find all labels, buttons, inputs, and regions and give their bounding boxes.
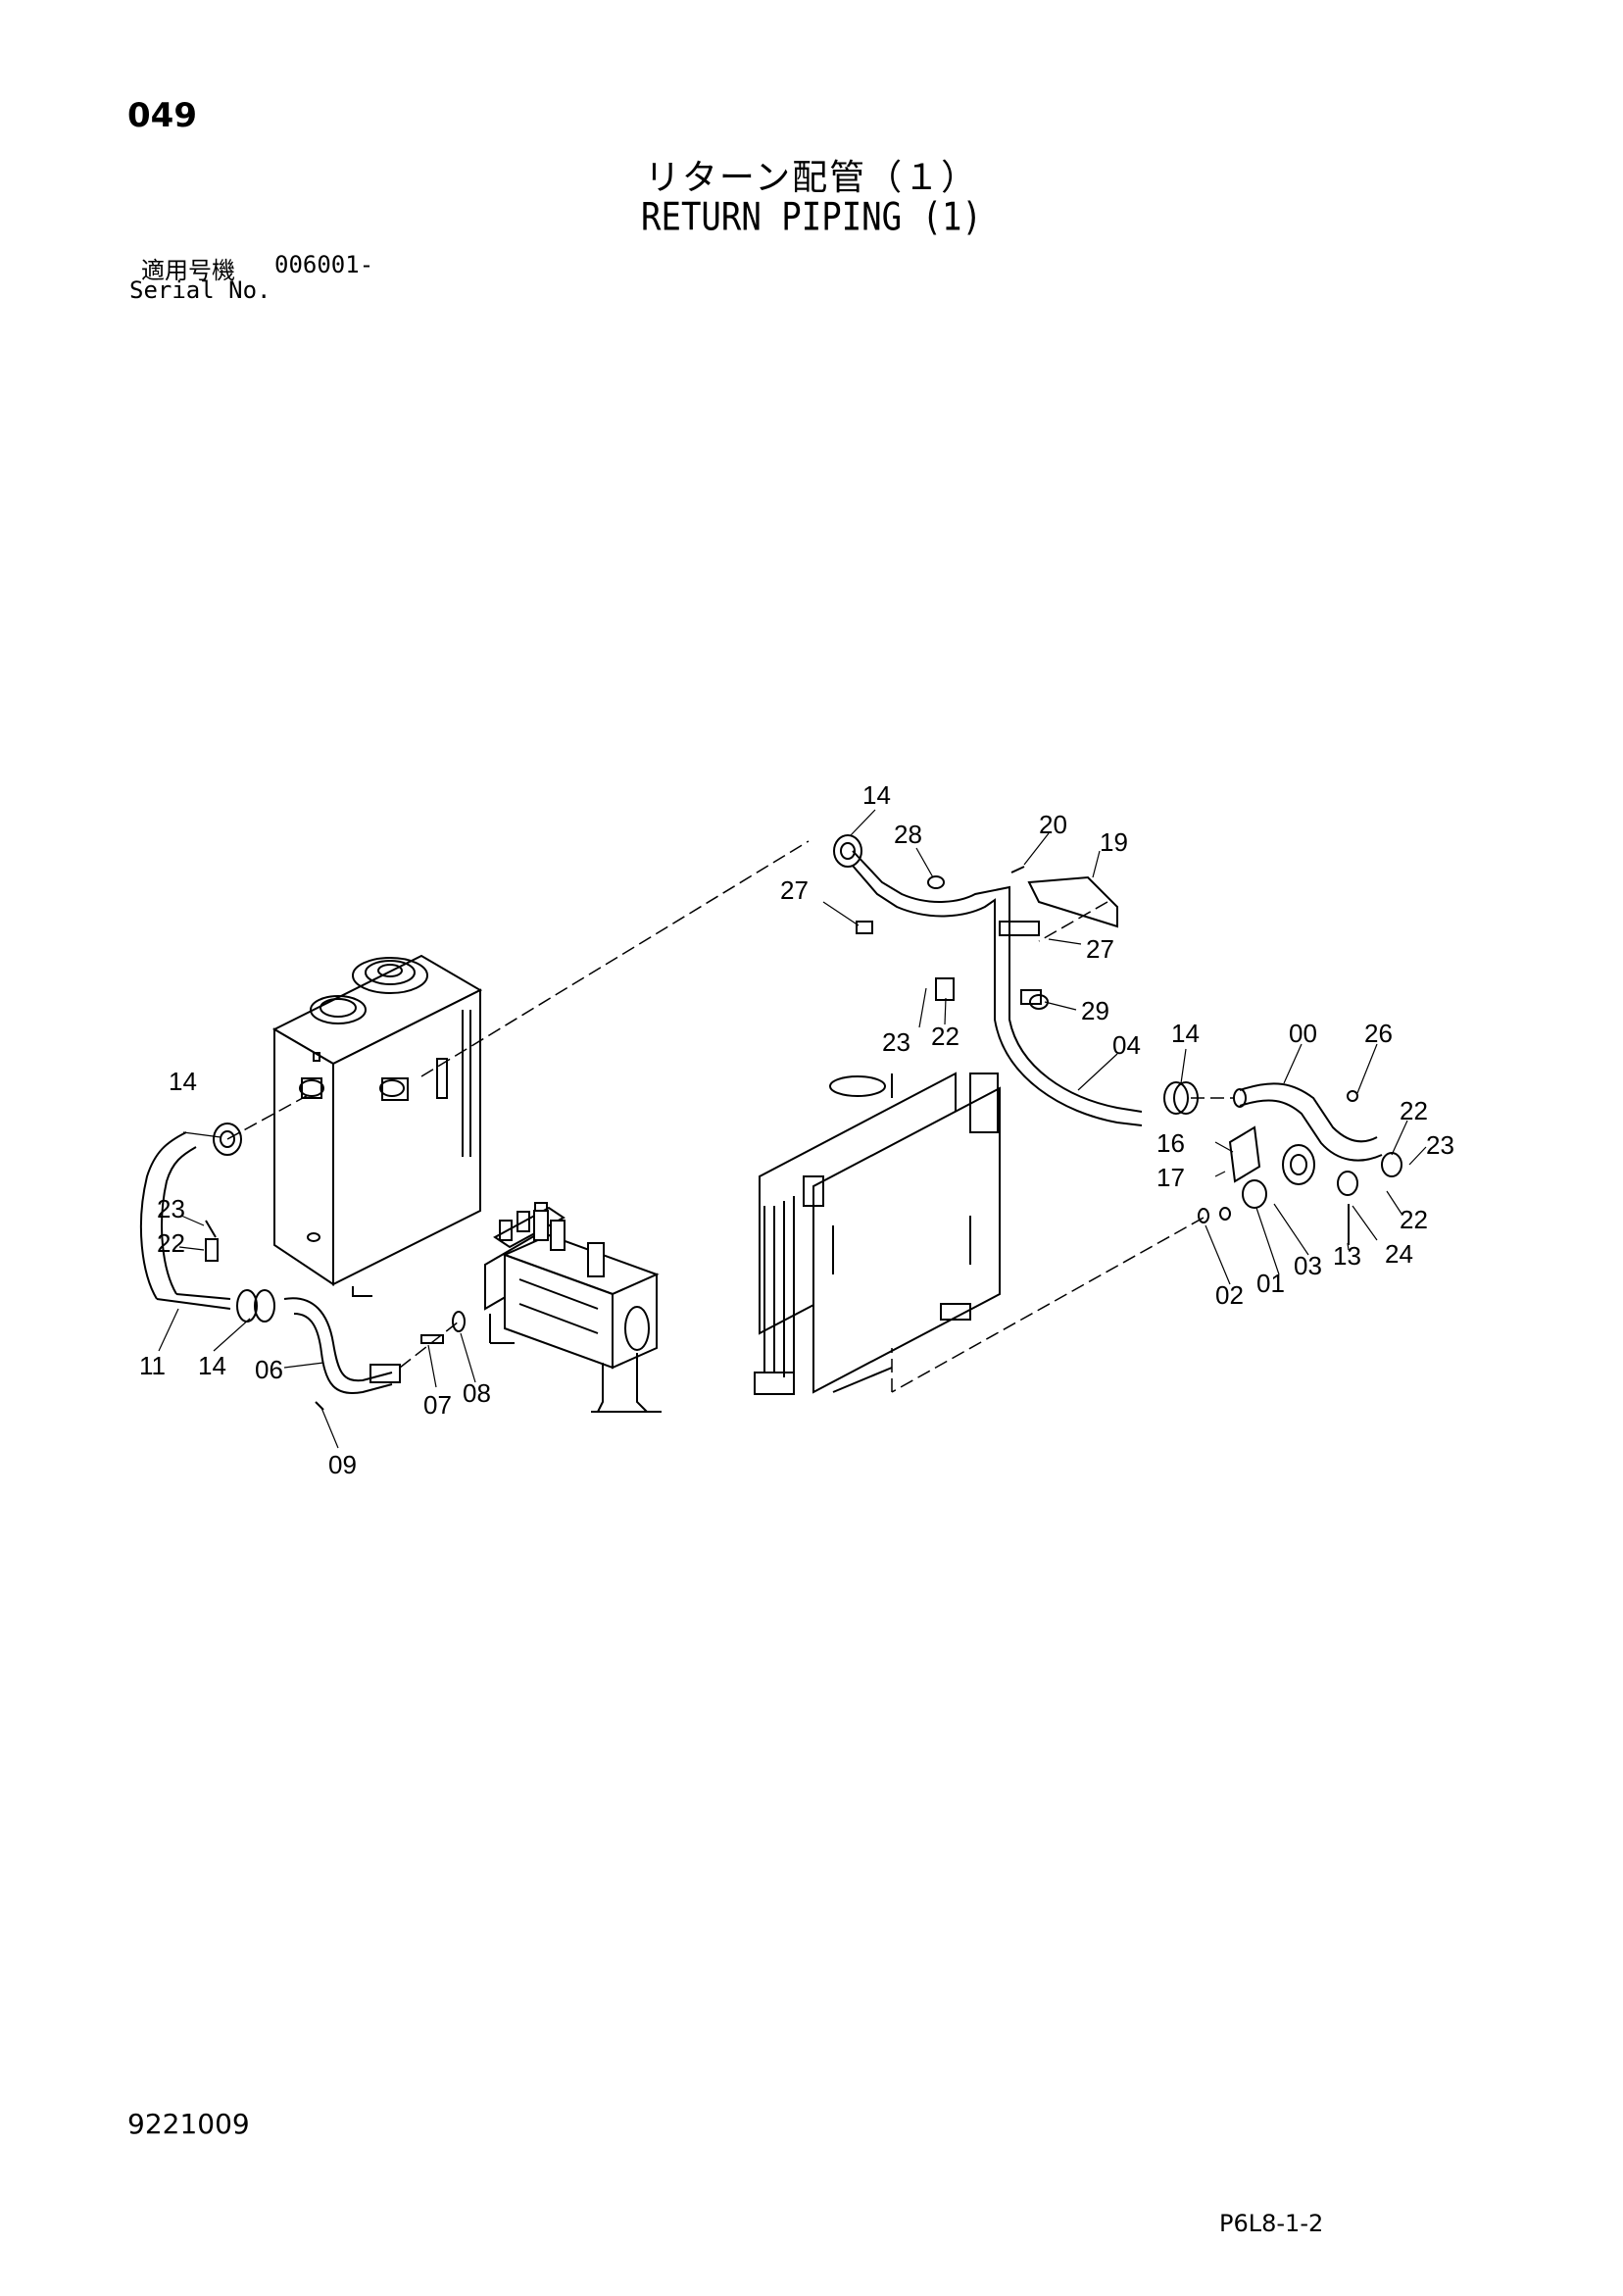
plug-28 [927,875,945,889]
callout-22: 22 [157,1228,185,1258]
link-flange-to-cooler [891,1217,1205,1393]
bolt-23-left [205,1220,217,1238]
page-title-english: RETURN PIPING (1) [641,195,982,240]
callout-17: 17 [1156,1163,1185,1192]
page-number: 049 [127,96,197,135]
serial-label-japanese: 適用号機 [141,257,235,284]
callout-08: 08 [463,1378,491,1408]
callout-14: 14 [198,1351,226,1380]
page-title-japanese: リターン配管（１） [644,158,979,198]
callout-19: 19 [1100,827,1128,857]
callout-22: 22 [1400,1096,1428,1125]
callout-23: 23 [157,1194,185,1223]
page-code: P6L8-1-2 [1219,2210,1324,2237]
hose-11 [139,1131,231,1310]
callout-14: 14 [862,780,891,810]
bracket-19 [1027,875,1118,928]
callout-01: 01 [1256,1269,1285,1298]
plug-29 [1029,994,1049,1010]
serial-range: 006001- [274,251,374,278]
callout-22: 22 [931,1022,959,1051]
callout-27: 27 [780,875,809,905]
callout-02: 02 [1215,1280,1244,1310]
control-valve [484,1202,662,1413]
callout-03: 03 [1294,1251,1322,1280]
callout-29: 29 [1081,996,1109,1025]
callout-04: 04 [1112,1030,1141,1060]
clamp-14-lower [236,1289,275,1323]
link-tank-to-upper-pipe [420,840,810,1077]
link-hose-to-valve [399,1321,460,1369]
serial-label-english: Serial No. [129,276,271,304]
plug-02 [1198,1208,1209,1223]
callout-11: 11 [139,1351,166,1380]
callout-06: 06 [255,1355,283,1384]
clamp-14-tank [213,1123,242,1156]
fitting-07-08 [420,1311,466,1344]
callout-22: 22 [1400,1205,1428,1234]
link-clamp-to-tank [226,1092,313,1140]
callout-24: 24 [1385,1239,1413,1269]
clamp-22-upper [935,977,955,1001]
bolt-20 [1010,866,1025,873]
plug-26 [1347,1090,1358,1102]
callout-23: 23 [1426,1130,1454,1160]
callout-07: 07 [423,1390,452,1420]
callout-13: 13 [1333,1241,1361,1271]
hose-06 [283,1297,401,1394]
hydraulic-tank [271,954,483,1297]
flange-13 [1219,1144,1350,1245]
clamp-22-right-a [1381,1152,1402,1177]
fitting-22-left [205,1238,219,1262]
callout-27: 27 [1086,934,1114,964]
link-upper-pipe-end [1038,901,1108,942]
clamp-14-upper [833,834,862,868]
clamp-22-right-b [1337,1171,1358,1196]
oil-cooler [754,1072,1001,1395]
document-code: 9221009 [127,2108,250,2140]
callout-14: 14 [1171,1019,1200,1048]
callout-23: 23 [882,1027,910,1057]
callout-14: 14 [169,1067,197,1096]
callout-26: 26 [1364,1019,1393,1048]
callout-09: 09 [328,1450,357,1479]
callout-00: 00 [1289,1019,1317,1048]
callout-16: 16 [1156,1128,1185,1158]
bracket-16 [1228,1125,1261,1183]
plug-27-left [856,921,873,934]
callout-20: 20 [1039,810,1067,839]
callout-28: 28 [894,820,922,849]
